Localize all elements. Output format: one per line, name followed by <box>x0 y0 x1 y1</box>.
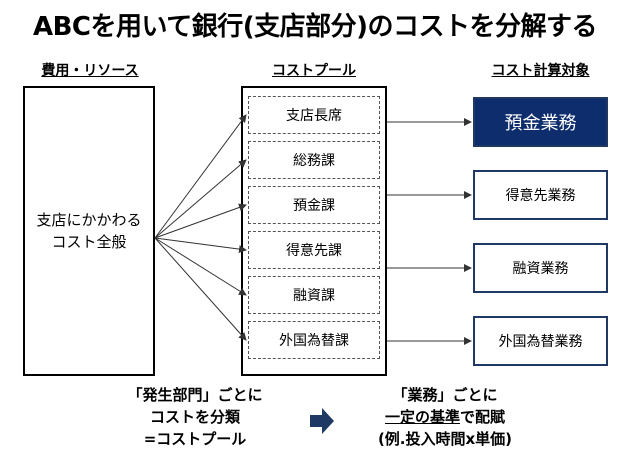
note-left: 「発生部門」ごとに コストを分類 =コストプール <box>127 386 263 448</box>
header-cost-pool: コストプール <box>272 63 356 79</box>
header-resources: 費用・リソース <box>41 63 139 79</box>
target-customer-business: 得意先業務 <box>473 170 608 220</box>
header-cost-targets: コスト計算対象 <box>491 63 590 79</box>
page-title: ABCを用いて銀行(支店部分)のコストを分解する <box>32 12 598 42</box>
note-right: 「業務」ごとに 一定の基準で配賦 (例.投入時間x単価) <box>377 386 513 448</box>
target-deposit-business: 預金業務 <box>473 97 608 147</box>
right-arrow-icon <box>310 408 334 434</box>
resource-box: 支店にかかわる コスト全般 <box>23 86 155 376</box>
target-loan-business: 融資業務 <box>473 243 608 293</box>
fan-arrow-6 <box>154 237 247 341</box>
fan-arrow-3 <box>154 203 247 239</box>
cost-pool-container <box>241 86 387 376</box>
fan-arrow-4 <box>154 237 247 254</box>
fan-arrow-5 <box>154 237 247 296</box>
resource-box-label: 支店にかかわる コスト全般 <box>36 211 142 251</box>
pool-item-deposits: 預金課 <box>248 186 380 224</box>
fan-arrow-2 <box>154 159 247 239</box>
pool-item-customers: 得意先課 <box>248 231 380 269</box>
pool-item-loans: 融資課 <box>248 276 380 314</box>
pool-item-general-affairs: 総務課 <box>248 141 380 179</box>
fan-arrow-1 <box>154 114 247 239</box>
pool-item-forex: 外国為替課 <box>248 321 380 359</box>
target-forex-business: 外国為替業務 <box>473 316 608 366</box>
pool-item-branch-manager: 支店長席 <box>248 96 380 134</box>
